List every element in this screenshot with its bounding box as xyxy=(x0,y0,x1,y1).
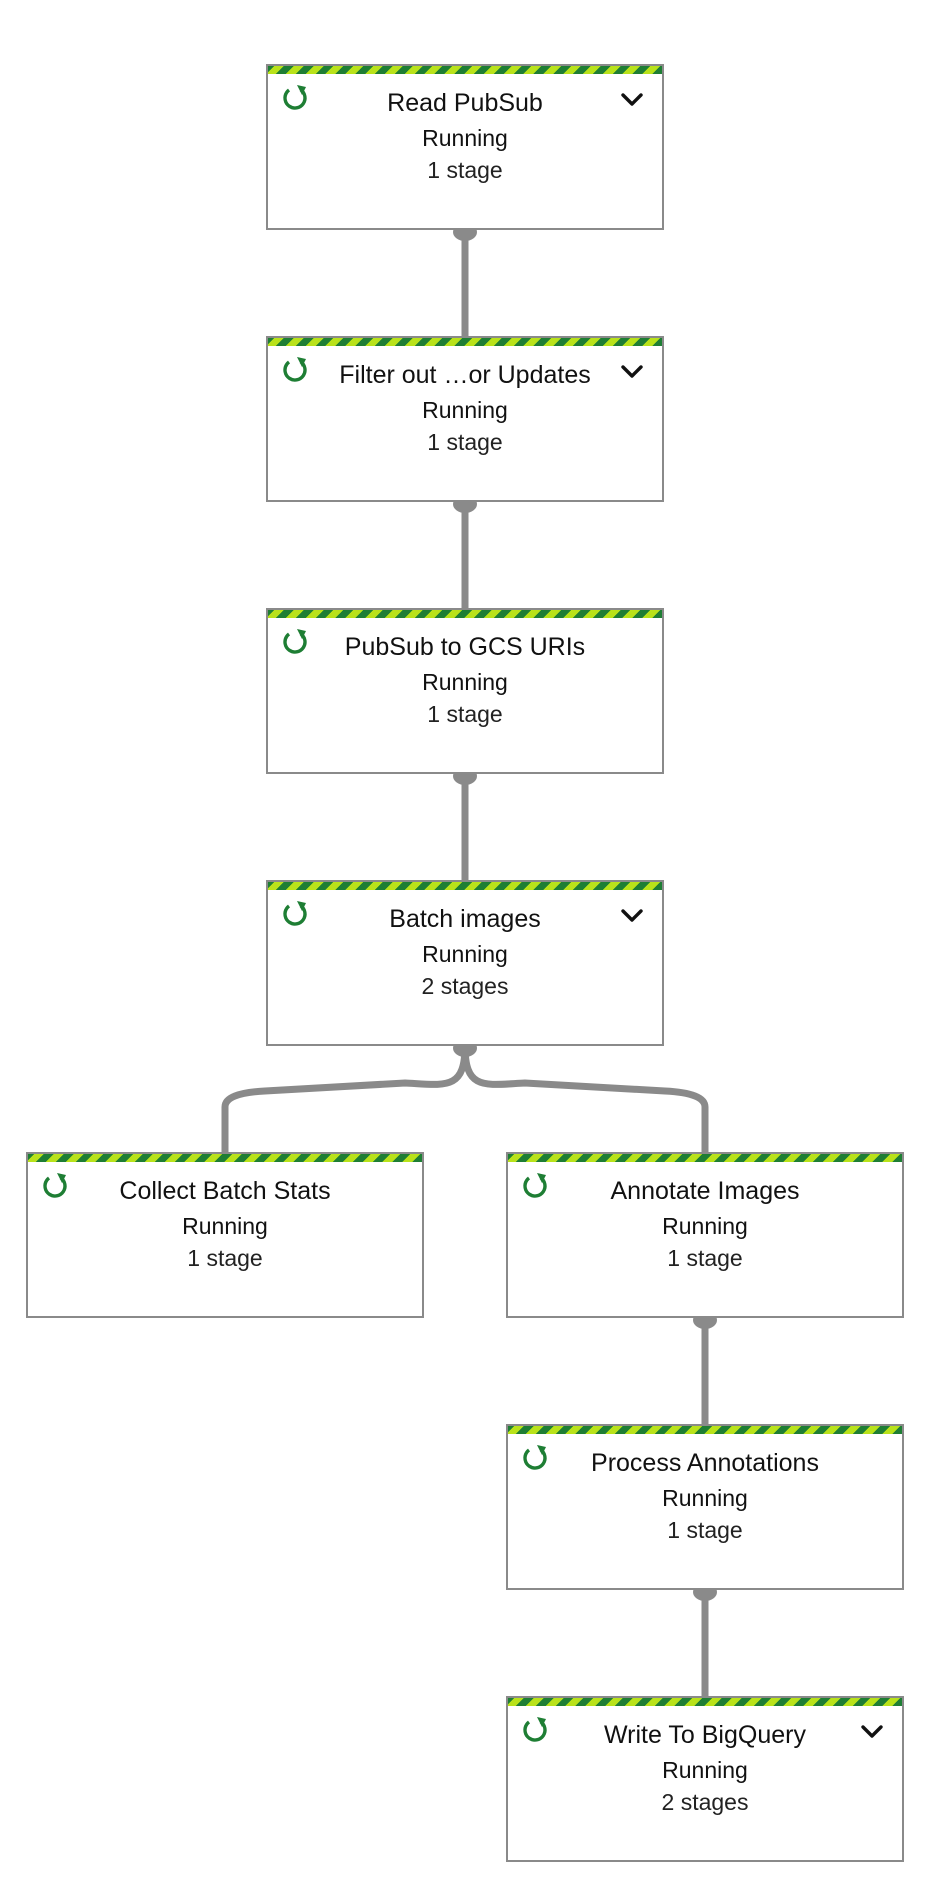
step-status: Running xyxy=(422,125,508,151)
step-node-pubsub-to-gcs-uris[interactable]: PubSub to GCS URIs Running 1 stage xyxy=(266,608,664,774)
step-title: PubSub to GCS URIs xyxy=(344,633,586,661)
step-node-annotate-images[interactable]: Annotate Images Running 1 stage xyxy=(506,1152,904,1318)
step-title: Filter out …or Updates xyxy=(339,361,591,389)
step-stages: 1 stage xyxy=(187,1245,263,1271)
running-refresh-icon xyxy=(283,629,307,654)
step-title: Read PubSub xyxy=(387,89,543,117)
step-node-write-to-bigquery[interactable]: Write To BigQuery Running 2 stages xyxy=(506,1696,904,1862)
step-stages: 1 stage xyxy=(427,701,503,727)
step-title: Process Annotations xyxy=(591,1449,819,1477)
running-stripe xyxy=(508,1154,902,1162)
running-refresh-icon xyxy=(43,1173,67,1198)
step-stages: 1 stage xyxy=(427,157,503,183)
step-status: Running xyxy=(182,1213,268,1239)
chevron-down-icon[interactable] xyxy=(860,1723,884,1741)
step-status: Running xyxy=(422,669,508,695)
running-stripe xyxy=(28,1154,422,1162)
step-node-read-pubsub[interactable]: Read PubSub Running 1 stage xyxy=(266,64,664,230)
running-refresh-icon xyxy=(523,1173,547,1198)
running-refresh-icon xyxy=(283,901,307,926)
step-status: Running xyxy=(422,941,508,967)
step-node-process-annotations[interactable]: Process Annotations Running 1 stage xyxy=(506,1424,904,1590)
running-stripe xyxy=(268,66,662,74)
step-stages: 1 stage xyxy=(667,1245,743,1271)
step-title: Batch images xyxy=(389,905,541,933)
running-refresh-icon xyxy=(283,85,307,110)
step-title: Annotate Images xyxy=(610,1177,800,1205)
running-stripe xyxy=(268,338,662,346)
edge-connector xyxy=(461,1045,709,1152)
chevron-down-icon[interactable] xyxy=(620,363,644,381)
chevron-down-icon[interactable] xyxy=(620,907,644,925)
chevron-down-icon[interactable] xyxy=(620,91,644,109)
running-stripe xyxy=(268,882,662,890)
step-stages: 1 stage xyxy=(667,1517,743,1543)
edge-connector xyxy=(221,1045,469,1152)
step-status: Running xyxy=(662,1485,748,1511)
step-node-batch-images[interactable]: Batch images Running 2 stages xyxy=(266,880,664,1046)
step-stages: 1 stage xyxy=(427,429,503,455)
running-stripe xyxy=(508,1426,902,1434)
running-refresh-icon xyxy=(523,1445,547,1470)
running-stripe xyxy=(268,610,662,618)
step-stages: 2 stages xyxy=(661,1789,749,1815)
step-status: Running xyxy=(662,1757,748,1783)
step-stages: 2 stages xyxy=(421,973,509,999)
step-node-filter-out-updates[interactable]: Filter out …or Updates Running 1 stage xyxy=(266,336,664,502)
step-title: Collect Batch Stats xyxy=(119,1177,331,1205)
running-refresh-icon xyxy=(283,357,307,382)
step-status: Running xyxy=(662,1213,748,1239)
running-stripe xyxy=(508,1698,902,1706)
step-status: Running xyxy=(422,397,508,423)
step-node-collect-batch-stats[interactable]: Collect Batch Stats Running 1 stage xyxy=(26,1152,424,1318)
running-refresh-icon xyxy=(523,1717,547,1742)
step-title: Write To BigQuery xyxy=(604,1721,806,1749)
